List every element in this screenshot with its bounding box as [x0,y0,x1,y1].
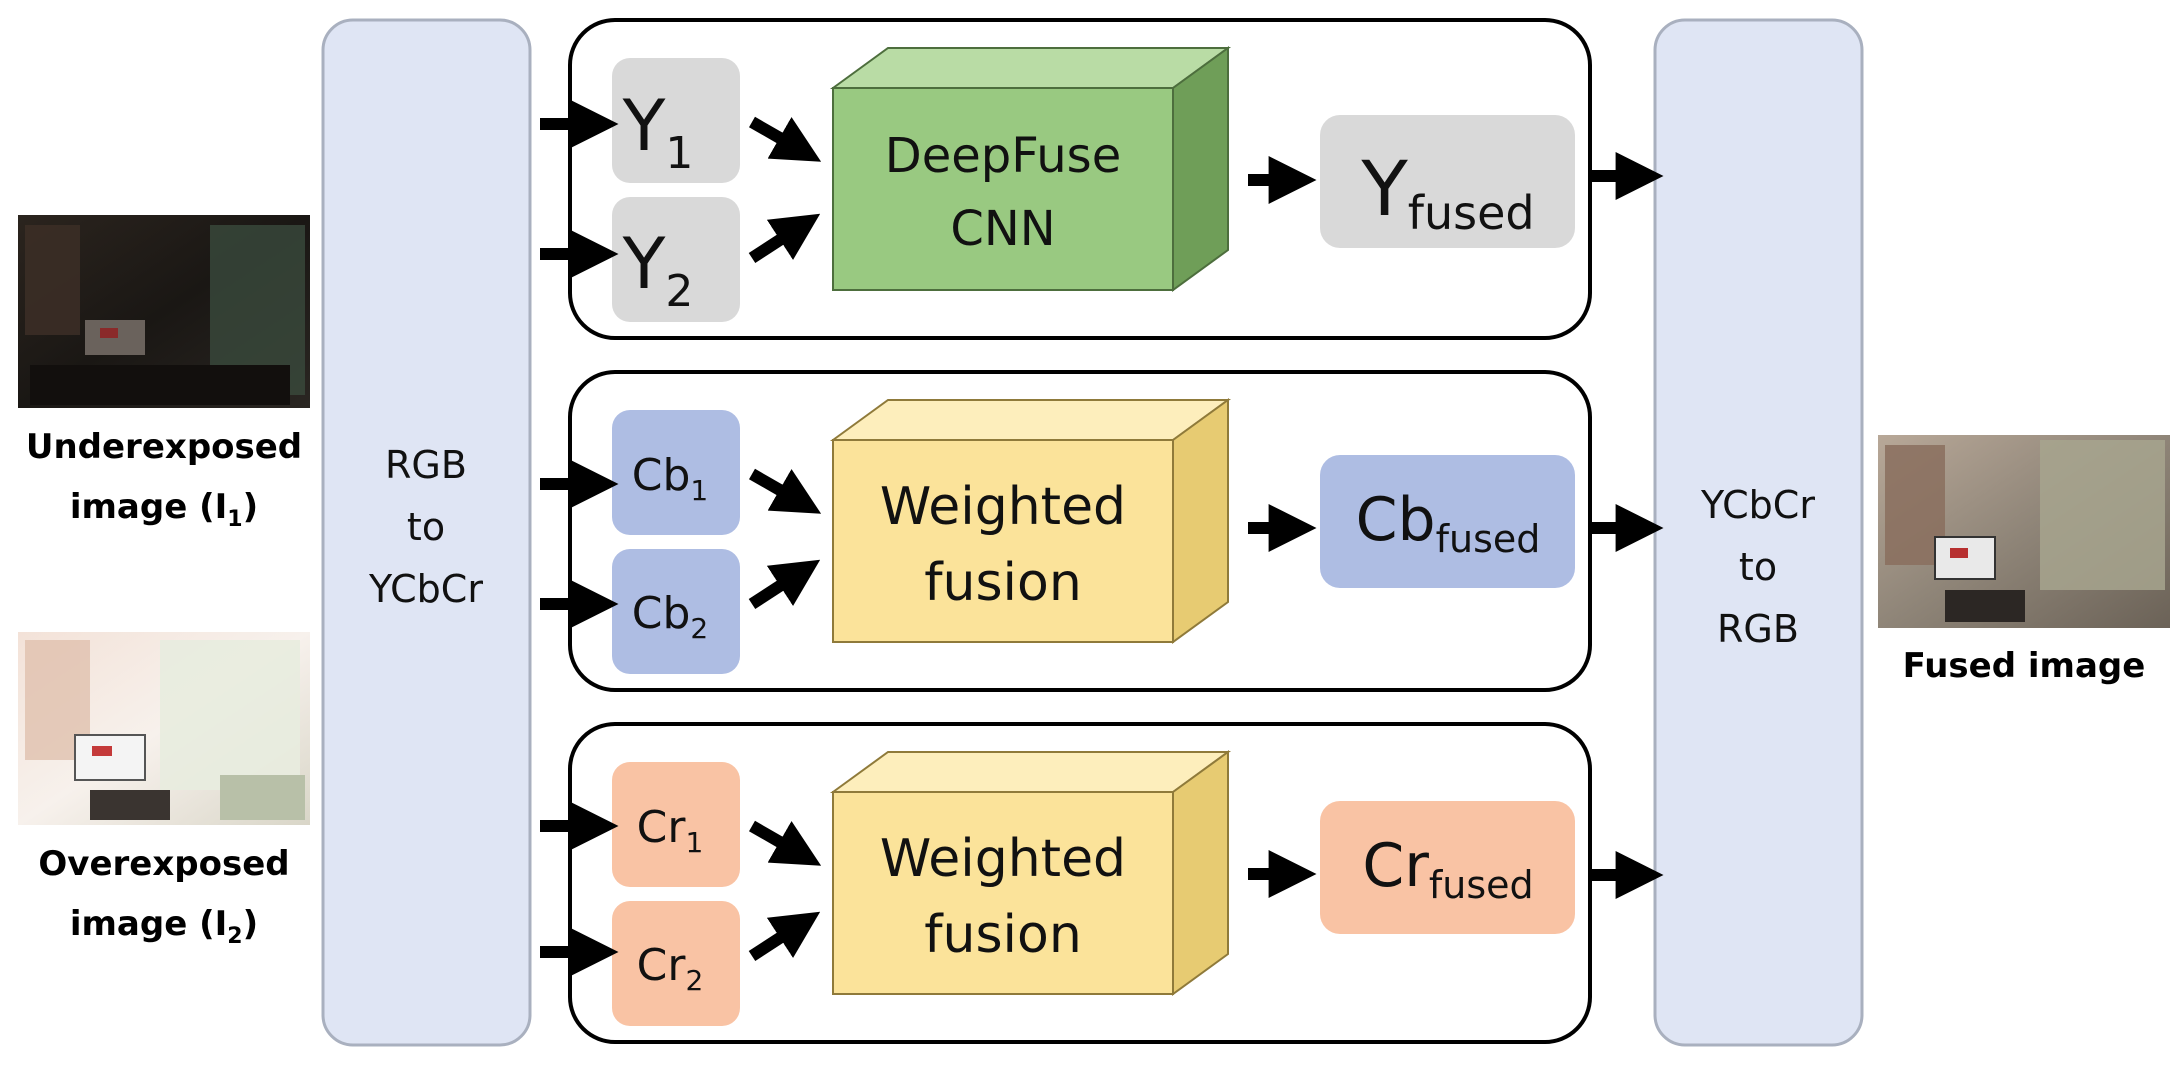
cb1-chip [612,410,740,535]
cr-fused-label: Crfused [1362,831,1533,907]
overexposed-label-line2: image (I2) [70,904,258,949]
arrow-cr1-to-fusion [749,820,822,866]
y2-label: Y2 [622,223,694,317]
cr-fusion-block-side [1172,750,1229,996]
y1-label: Y1 [622,85,694,179]
cb-branch: Cb1 Cb2 Weighted fusion Cbfused [568,370,1592,692]
cb-fusion-block-front [832,439,1174,643]
underexposed-label-line1: Underexposed [26,427,302,467]
underexposed-label-line2: image (I1) [70,487,258,532]
arrow-cb1-to-fusion [749,468,822,514]
ycbcr-to-rgb-line2: to [1739,545,1777,589]
deepfuse-block-side [1172,46,1229,292]
cb2-label: Cb2 [632,588,708,645]
cr1-chip [612,762,740,887]
cr-fusion-label-line1: Weighted [880,829,1126,889]
arrow-cb2-to-fusion [748,559,821,610]
ycbcr-to-rgb-line1: YCbCr [1700,483,1815,527]
cr-fused-chip [1320,801,1575,934]
cb-fusion-block-side [1172,398,1229,644]
cb-fused-label: Cbfused [1356,485,1541,561]
deepfuse-label-line2: CNN [950,201,1055,257]
cr-fusion-label-line2: fusion [924,905,1082,965]
overexposed-thumbnail [18,632,310,825]
deepfuse-block-front [832,87,1174,291]
rgb-to-ycbcr-converter [321,18,532,1047]
underexposed-thumbnail [18,215,310,408]
cb-fusion-label-line1: Weighted [880,477,1126,537]
y-fused-chip [1320,115,1575,248]
cr2-label: Cr2 [637,940,704,997]
arrow-y2-to-cnn [748,213,821,264]
arrow-y1-to-cnn [749,116,822,162]
y-branch: Y1 Y2 DeepFuse CNN Yfused [568,18,1592,340]
y-fused-label: Yfused [1360,144,1534,240]
deepfuse-block-top [829,47,1232,89]
y2-chip [612,197,740,322]
cr-fusion-block-front [832,791,1174,995]
cb-fusion-label-line2: fusion [924,553,1082,613]
arrow-cr2-to-fusion [748,911,821,962]
rgb-to-ycbcr-line2: to [407,505,445,549]
cb-fused-chip [1320,455,1575,588]
overexposed-label-line1: Overexposed [38,844,289,884]
cb-fusion-block-top [829,399,1232,441]
cb2-chip [612,549,740,674]
ycbcr-to-rgb-line3: RGB [1717,607,1799,651]
cr-fusion-block-top [829,751,1232,793]
cb1-label: Cb1 [632,450,708,507]
deepfuse-label-line1: DeepFuse [885,128,1121,184]
rgb-to-ycbcr-line3: YCbCr [368,567,483,611]
y1-chip [612,58,740,183]
cr1-label: Cr1 [637,802,704,859]
rgb-to-ycbcr-line1: RGB [385,443,467,487]
fused-image-label: Fused image [1903,646,2146,686]
arrows [540,100,1664,976]
cr-branch: Cr1 Cr2 Weighted fusion Crfused [568,722,1592,1044]
fused-thumbnail [1878,435,2170,628]
cr2-chip [612,901,740,1026]
ycbcr-to-rgb-converter [1653,18,1864,1047]
